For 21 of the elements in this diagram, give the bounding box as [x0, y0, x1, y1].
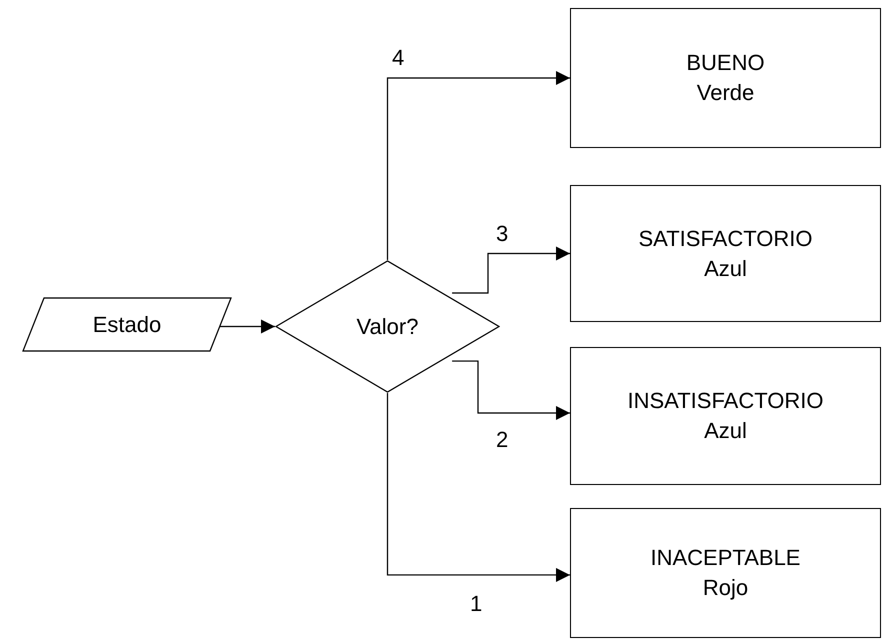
node-title: INSATISFACTORIO	[628, 387, 824, 415]
node-title: BUENO	[686, 49, 765, 77]
node-subtitle: Rojo	[702, 574, 748, 602]
node-subtitle: Azul	[704, 254, 747, 282]
process-box	[570, 185, 881, 322]
arrow	[452, 360, 570, 420]
input-parallelogram	[22, 297, 232, 352]
process-box	[570, 508, 881, 638]
node-title: SATISFACTORIO	[638, 224, 812, 252]
arrow	[452, 246, 570, 294]
process-box	[570, 8, 881, 148]
node-title: Estado	[92, 310, 162, 338]
arrow	[218, 320, 275, 334]
node-subtitle: Verde	[696, 79, 754, 107]
node-title: INACEPTABLE	[650, 544, 800, 572]
arrow	[386, 393, 570, 582]
process-box	[570, 347, 881, 485]
arrow	[386, 71, 570, 260]
decision-diamond	[275, 260, 500, 393]
node-subtitle: Azul	[704, 417, 747, 445]
node-title: Valor?	[356, 312, 418, 340]
